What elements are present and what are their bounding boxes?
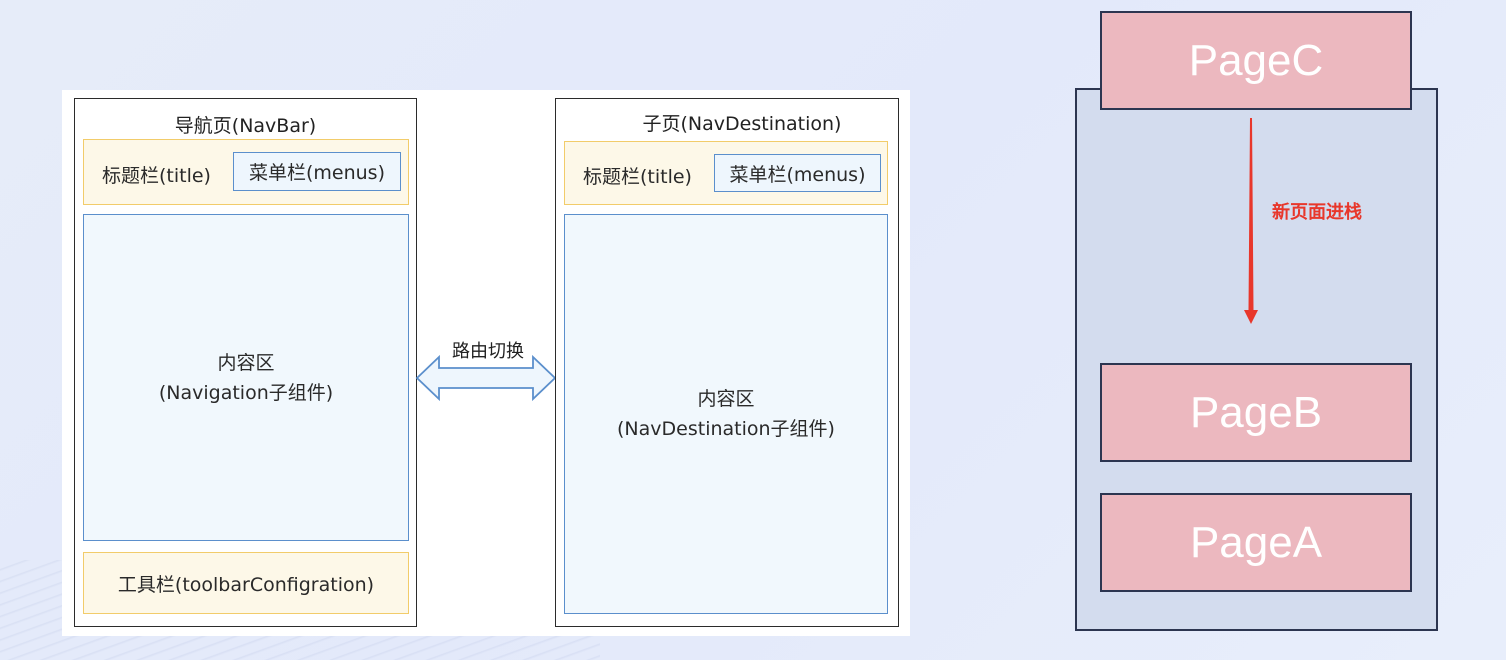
nav-destination-content-line2: (NavDestination子组件) — [617, 418, 835, 440]
page-card-a: PageA — [1100, 493, 1412, 592]
route-switch-label: 路由切换 — [452, 341, 524, 362]
double-arrow-icon — [415, 355, 557, 401]
nav-destination-content-area: 内容区 (NavDestination子组件) — [564, 214, 888, 614]
nav-destination-title-bar-label: 标题栏(title) — [583, 166, 692, 188]
page-card-b: PageB — [1100, 363, 1412, 462]
push-arrow-icon — [1244, 118, 1258, 324]
page-card-c: PageC — [1100, 11, 1412, 110]
nav-destination-title-bar: 标题栏(title) 菜单栏(menus) — [564, 141, 888, 205]
navbar-content-line1: 内容区 — [217, 351, 275, 374]
navbar-content-line2: (Navigation子组件) — [158, 381, 334, 404]
nav-destination-title: 子页(NavDestination) — [642, 113, 842, 135]
navbar-title-bar: 标题栏(title) 菜单栏(menus) — [83, 139, 409, 205]
push-label: 新页面进栈 — [1272, 202, 1362, 223]
navbar-content-area: 内容区 (Navigation子组件) — [83, 214, 409, 541]
navbar-title-bar-label: 标题栏(title) — [102, 165, 211, 187]
navbar-title: 导航页(NavBar) — [174, 115, 317, 137]
navbar-toolbar: 工具栏(toolbarConfigration) — [83, 552, 409, 614]
navbar-frame: 导航页(NavBar) 标题栏(title) 菜单栏(menus) 内容区 (N… — [74, 98, 417, 627]
nav-destination-frame: 子页(NavDestination) 标题栏(title) 菜单栏(menus)… — [555, 98, 899, 627]
nav-destination-menu-box: 菜单栏(menus) — [714, 154, 881, 192]
nav-destination-content-line1: 内容区 — [697, 388, 755, 410]
navbar-menu-box: 菜单栏(menus) — [233, 152, 401, 191]
